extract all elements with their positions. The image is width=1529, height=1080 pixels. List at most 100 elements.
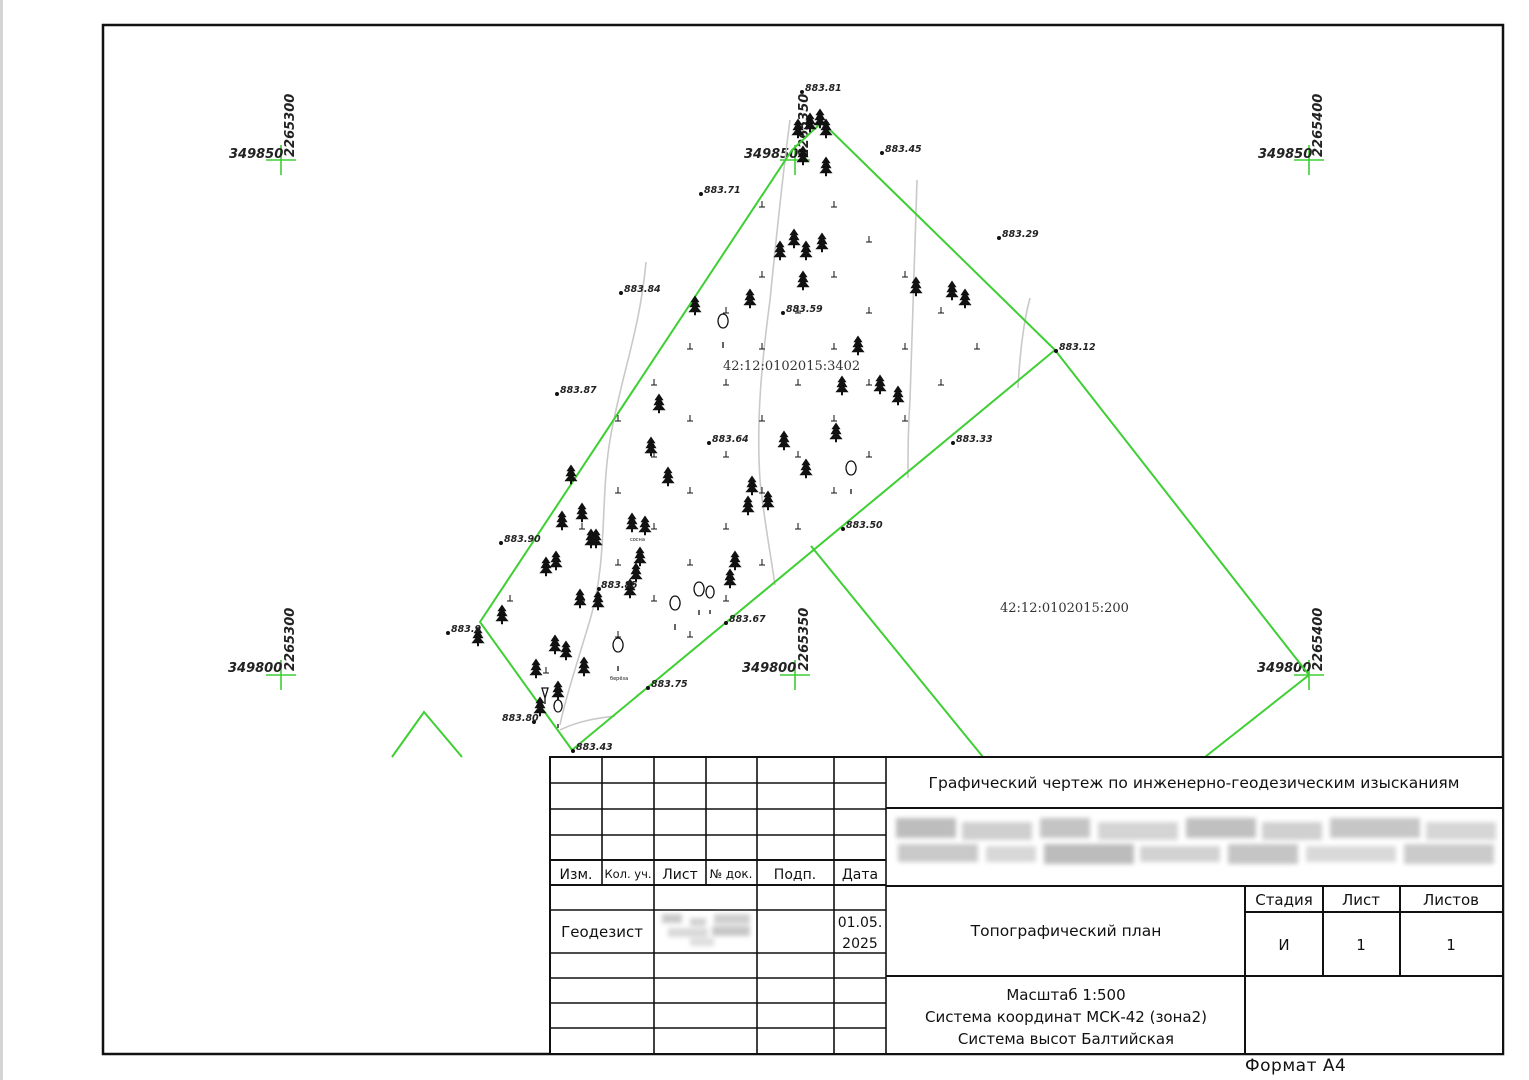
conifer-tree-symbol xyxy=(591,590,605,611)
conifer-tree-symbol xyxy=(958,288,972,309)
elevation-label-18: 883.43 xyxy=(576,742,613,753)
conifer-tree-symbol xyxy=(796,145,810,166)
elevation-label-1: 883.81 xyxy=(805,83,842,94)
meadow-tick-symbol xyxy=(651,379,657,386)
meadow-tick-symbol xyxy=(902,343,908,350)
stage-value: И xyxy=(1278,936,1289,954)
grid-label-e-br: 349800 xyxy=(1257,661,1311,676)
col-header-data: Дата xyxy=(842,867,878,883)
elevation-label-13: 883.85 xyxy=(601,580,638,591)
conifer-tree-symbol xyxy=(548,634,562,655)
conifer-tree-symbol xyxy=(688,295,702,316)
meadow-tick-symbol xyxy=(974,343,980,350)
height-system-text: Система высот Балтийская xyxy=(958,1030,1174,1048)
elevation-label-3: 883.71 xyxy=(704,185,741,196)
stage-header: Стадия xyxy=(1255,891,1313,909)
conifer-tree-symbol xyxy=(575,502,589,523)
conifer-tree-symbol xyxy=(796,270,810,291)
conifer-tree-symbol xyxy=(728,550,742,571)
conifer-tree-symbol xyxy=(835,375,849,396)
conifer-tree-symbol xyxy=(555,510,569,531)
conifer-tree-symbol xyxy=(539,556,553,577)
sheets-header: Листов xyxy=(1423,891,1479,909)
parcel-boundaries xyxy=(391,120,1311,758)
tree-label-1: берёза xyxy=(610,676,628,682)
meadow-tick-symbol xyxy=(759,559,765,566)
col-header-list: Лист xyxy=(662,867,697,883)
boundary-inner-line xyxy=(810,545,984,758)
meadow-tick-symbol xyxy=(759,271,765,278)
boundary-main-parcel xyxy=(478,120,1057,751)
elevation-label-7: 883.12 xyxy=(1059,342,1096,353)
conifer-tree-symbol xyxy=(644,436,658,457)
conifer-tree-symbol xyxy=(573,588,587,609)
grid-label-n-br: 2265400 xyxy=(1311,608,1326,671)
meadow-tick-symbol xyxy=(759,487,765,494)
conifer-tree-symbol xyxy=(945,280,959,301)
meadow-tick-symbol xyxy=(831,487,837,494)
sheet-header: Лист xyxy=(1342,891,1380,909)
document-title: Графический чертеж по инженерно-геодезич… xyxy=(929,774,1460,792)
meadow-tick-symbol xyxy=(723,595,729,602)
elevation-label-2: 883.45 xyxy=(885,144,922,155)
meadow-tick-symbol xyxy=(795,523,801,530)
elevation-label-10: 883.33 xyxy=(956,434,993,445)
meadow-tick-symbol xyxy=(831,415,837,422)
elevation-label-14: 883.67 xyxy=(729,614,766,625)
role-geodesist: Геодезист xyxy=(561,923,643,941)
conifer-tree-symbol xyxy=(533,696,547,717)
meadow-tick-symbol xyxy=(687,415,693,422)
conifer-tree-symbol xyxy=(829,422,843,443)
conifer-tree-symbol xyxy=(625,512,639,533)
tree-symbols xyxy=(471,108,972,717)
meadow-tick-symbol xyxy=(831,201,837,208)
elevation-label-9: 883.64 xyxy=(712,434,749,445)
meadow-tick-symbol xyxy=(651,451,657,458)
grid-label-n-tl: 2265300 xyxy=(283,94,298,157)
conifer-tree-symbol xyxy=(623,578,637,599)
conifer-tree-symbol xyxy=(559,640,573,661)
conifer-tree-symbol xyxy=(815,232,829,253)
meadow-tick-symbol xyxy=(687,343,693,350)
elevation-label-5: 883.84 xyxy=(624,284,661,295)
conifer-tree-symbol xyxy=(909,276,923,297)
col-header-doc: № док. xyxy=(710,867,753,881)
tree-labels: берёза сосна xyxy=(610,537,645,682)
elevation-label-6: 883.59 xyxy=(786,304,823,315)
conifer-tree-symbol xyxy=(819,156,833,177)
elevation-label-11: 883.50 xyxy=(846,520,883,531)
coord-system-text: Система координат МСК-42 (зона2) xyxy=(925,1008,1207,1026)
meadow-symbols xyxy=(507,201,980,674)
meadow-tick-symbol xyxy=(866,307,872,314)
elevation-label-8: 883.87 xyxy=(560,385,597,396)
meadow-tick-symbol xyxy=(759,343,765,350)
conifer-tree-symbol xyxy=(761,490,775,511)
sheet-title: Топографический план xyxy=(970,922,1162,940)
meadow-tick-symbol xyxy=(579,523,585,530)
conifer-tree-symbol xyxy=(851,335,865,356)
meadow-tick-symbol xyxy=(687,631,693,638)
title-block: Изм. Кол. уч. Лист № док. Подп. Дата Гео… xyxy=(549,756,1504,1055)
meadow-tick-symbol xyxy=(615,559,621,566)
elevation-label-12: 883.90 xyxy=(504,534,541,545)
conifer-tree-symbol xyxy=(799,240,813,261)
conifer-tree-symbol xyxy=(495,604,509,625)
grid-label-n-bl: 2265300 xyxy=(283,608,298,671)
meadow-tick-symbol xyxy=(795,451,801,458)
conifer-tree-symbol xyxy=(723,568,737,589)
meadow-tick-symbol xyxy=(615,631,621,638)
col-header-podp: Подп. xyxy=(774,867,816,883)
conifer-tree-symbol xyxy=(652,393,666,414)
meadow-tick-symbol xyxy=(902,271,908,278)
scale-text: Масштаб 1:500 xyxy=(1006,986,1125,1004)
conifer-tree-symbol xyxy=(564,464,578,485)
meadow-tick-symbol xyxy=(938,307,944,314)
elevation-label-15: 883.9 xyxy=(451,624,481,635)
grid-label-e-tr: 349850 xyxy=(1258,147,1312,162)
redacted-object-name xyxy=(896,818,1496,864)
elevation-labels: 883.81 883.45 883.71 883.29 883.84 883.5… xyxy=(451,83,1096,753)
boundary-fragment xyxy=(391,710,463,758)
meadow-tick-symbol xyxy=(579,595,585,602)
grid-label-n-tr: 2265400 xyxy=(1311,94,1326,157)
conifer-tree-symbol xyxy=(549,550,563,571)
